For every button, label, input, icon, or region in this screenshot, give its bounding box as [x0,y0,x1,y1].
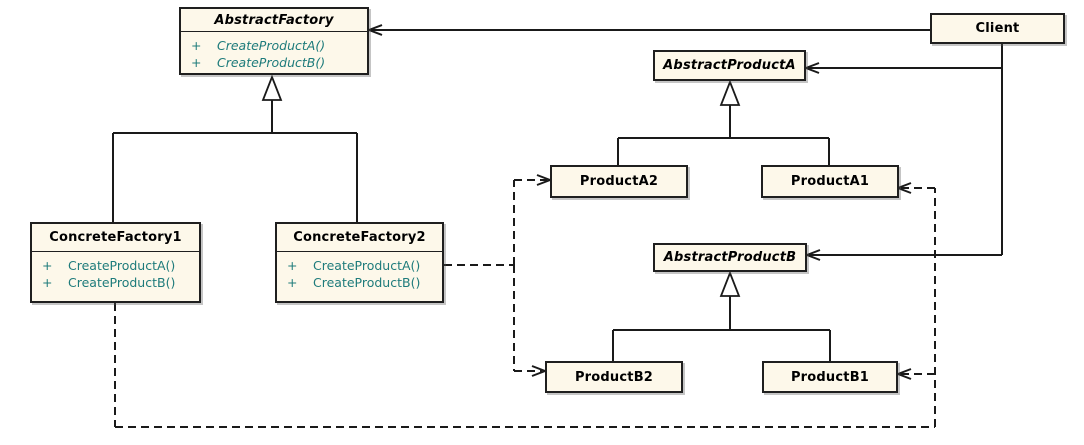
class-box-productb1[interactable]: ProductB1 [762,361,898,393]
method-compartment: + CreateProductA() + CreateProductB() [277,252,442,291]
class-box-productb2[interactable]: ProductB2 [545,361,683,393]
class-box-client[interactable]: Client [930,13,1065,44]
method-compartment: + CreateProductA() + CreateProductB() [32,252,199,291]
method-createproductb[interactable]: + CreateProductB() [287,274,438,291]
class-title: Client [975,21,1020,36]
method-signature: CreateProductA() [313,258,421,273]
class-title: ConcreteFactory2 [277,224,442,252]
generalization-products-abstractproducta[interactable] [617,79,830,165]
class-title: AbstractProductB [663,250,797,265]
method-visibility: + [191,55,202,70]
class-box-producta2[interactable]: ProductA2 [550,165,688,198]
class-box-concretefactory1[interactable]: ConcreteFactory1 + CreateProductA() + Cr… [30,222,201,303]
generalization-factories-abstractfactory[interactable] [112,74,358,222]
method-createproducta[interactable]: + CreateProductA() [42,257,195,274]
class-box-abstractproducta[interactable]: AbstractProductA [653,50,806,81]
method-signature: CreateProductB() [313,275,421,290]
method-createproducta[interactable]: + CreateProductA() [191,37,363,54]
class-title: ProductA2 [579,174,659,189]
class-box-abstractfactory[interactable]: AbstractFactory + CreateProductA() + Cre… [179,7,369,75]
method-visibility: + [287,275,298,290]
dependency-concretefactory2-products[interactable] [444,174,553,377]
method-visibility: + [42,258,53,273]
generalization-products-abstractproductb[interactable] [612,270,831,361]
class-title: ProductA1 [790,174,870,189]
class-box-abstractproductb[interactable]: AbstractProductB [653,243,807,272]
association-client-abstractproductb[interactable] [804,249,1002,261]
method-compartment: + CreateProductA() + CreateProductB() [181,32,367,71]
method-signature: CreateProductB() [217,55,326,70]
class-box-concretefactory2[interactable]: ConcreteFactory2 + CreateProductA() + Cr… [275,222,444,303]
method-createproductb[interactable]: + CreateProductB() [42,274,195,291]
method-createproducta[interactable]: + CreateProductA() [287,257,438,274]
class-title: ProductB2 [574,369,654,385]
method-signature: CreateProductA() [68,258,176,273]
method-createproductb[interactable]: + CreateProductB() [191,54,363,71]
method-visibility: + [42,275,53,290]
association-client-abstractproducta[interactable] [803,62,1002,74]
association-client-abstractfactory[interactable] [366,24,930,36]
class-title: ConcreteFactory1 [32,224,199,252]
method-visibility: + [191,38,202,53]
class-title: AbstractProductA [663,58,796,73]
class-title: ProductB1 [790,369,870,385]
method-signature: CreateProductA() [217,38,326,53]
method-signature: CreateProductB() [68,275,176,290]
class-box-producta1[interactable]: ProductA1 [761,165,899,198]
class-title: AbstractFactory [181,9,367,32]
method-visibility: + [287,258,298,273]
